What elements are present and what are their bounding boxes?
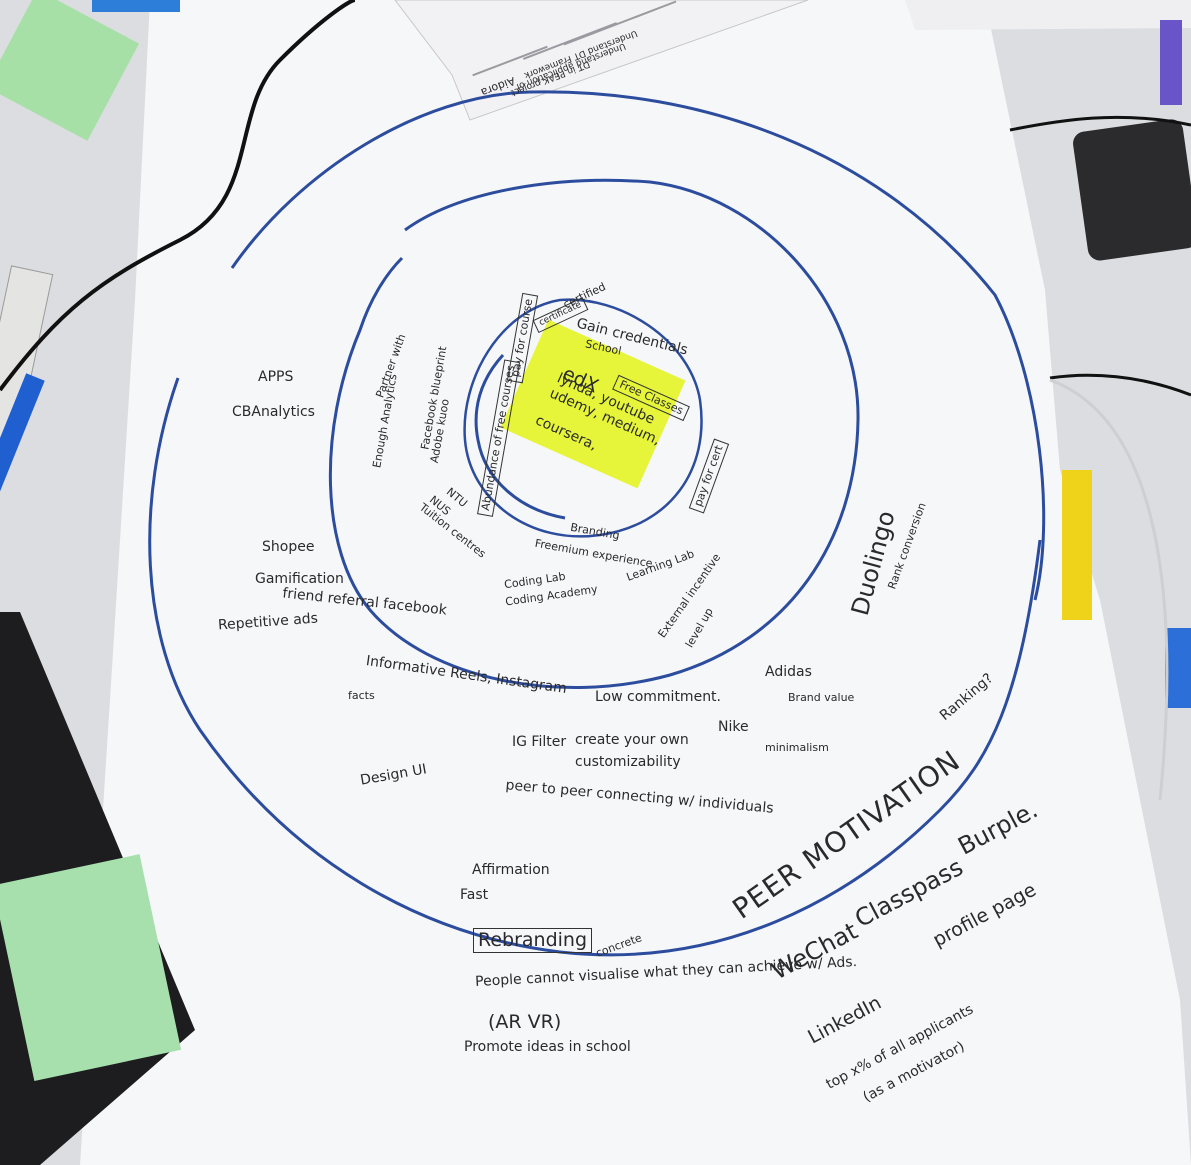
metal-ruler xyxy=(0,265,54,452)
green-sticky-top xyxy=(0,0,140,141)
outer-ring-top xyxy=(230,90,1046,601)
green-sticky-bottom xyxy=(0,854,182,1081)
note-ig-filter: IG Filter xyxy=(512,734,567,750)
blue-pen-left xyxy=(0,373,45,520)
caution-sign xyxy=(1062,470,1092,620)
note-nike: Nike xyxy=(718,719,749,735)
note-shopee: Shopee xyxy=(262,539,315,555)
note-ar-vr: (AR VR) xyxy=(488,1011,562,1033)
blue-ruler xyxy=(92,0,180,12)
note-promote-ideas: Promote ideas in school xyxy=(464,1039,631,1055)
purple-pen xyxy=(1160,20,1182,105)
note-facts: facts xyxy=(348,689,375,702)
note-cbanalytics: CBAnalytics xyxy=(232,404,315,420)
note-affirmation: Affirmation xyxy=(472,862,550,878)
paper-sheet xyxy=(80,0,1191,1165)
cable-right-mid xyxy=(1049,373,1191,397)
note-rebranding: Rebranding xyxy=(473,928,593,953)
top-document xyxy=(394,0,809,121)
note-fast: Fast xyxy=(460,887,489,903)
outer-ring-bottom xyxy=(148,377,1042,957)
note-minimalism: minimalism xyxy=(765,741,829,754)
inner-ring xyxy=(463,298,703,538)
note-brand-value: Brand value xyxy=(788,691,855,704)
note-gamification: Gamification xyxy=(255,571,344,587)
note-low-commitment: Low commitment. xyxy=(595,689,721,705)
cable-right-top xyxy=(1009,115,1191,132)
core-ring xyxy=(474,353,566,520)
note-adidas: Adidas xyxy=(765,664,812,680)
note-apps: APPS xyxy=(258,369,294,385)
cable-white xyxy=(1049,378,1169,801)
middle-ring xyxy=(328,178,860,689)
note-create-your-own: create your own xyxy=(575,732,689,748)
note-customizability: customizability xyxy=(575,754,681,770)
top-right-papers xyxy=(905,0,1191,30)
core-sticky-note xyxy=(500,319,686,489)
charger xyxy=(1073,119,1191,261)
blue-pen-right xyxy=(1165,628,1191,708)
cable-left xyxy=(0,0,356,392)
